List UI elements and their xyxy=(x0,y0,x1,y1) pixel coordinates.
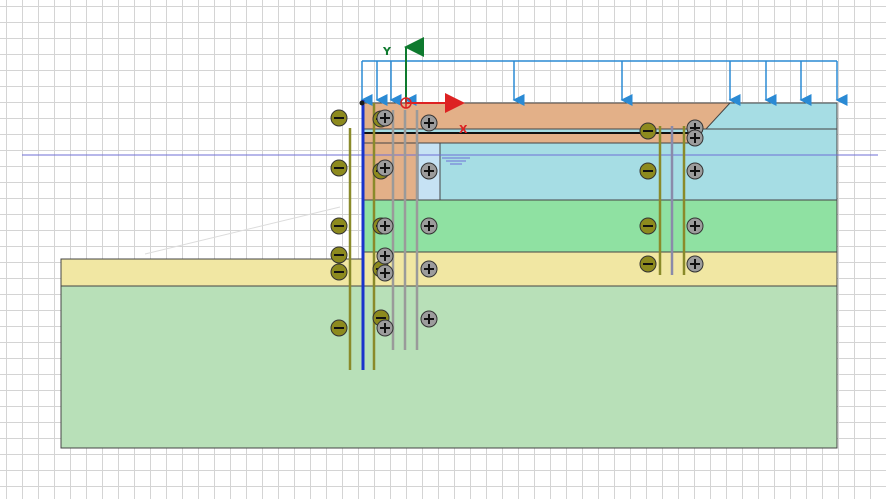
origin-marker-icon xyxy=(400,97,412,109)
minus-circle-icon[interactable] xyxy=(330,109,348,127)
minus-circle-icon[interactable] xyxy=(639,255,657,273)
slope-guide-line xyxy=(144,206,341,255)
coordinate-axes: X Y xyxy=(359,37,468,136)
plus-circle-icon[interactable] xyxy=(686,129,704,147)
plus-circle-icon[interactable] xyxy=(376,319,394,337)
plus-circle-icon[interactable] xyxy=(420,260,438,278)
minus-circle-icon[interactable] xyxy=(330,263,348,281)
plus-circle-icon[interactable] xyxy=(686,162,704,180)
minus-circle-icon[interactable] xyxy=(639,162,657,180)
plus-circle-icon[interactable] xyxy=(376,159,394,177)
plus-markers[interactable] xyxy=(376,109,704,337)
anchors-group[interactable] xyxy=(348,103,686,370)
soil-layer-water-top-right[interactable] xyxy=(705,102,838,130)
minus-circle-icon[interactable] xyxy=(330,159,348,177)
plus-circle-icon[interactable] xyxy=(686,217,704,235)
minus-circle-icon[interactable] xyxy=(330,319,348,337)
distributed-load[interactable] xyxy=(360,60,848,106)
plus-circle-icon[interactable] xyxy=(376,217,394,235)
y-axis-label: Y xyxy=(382,45,392,58)
plus-circle-icon[interactable] xyxy=(420,310,438,328)
plus-circle-icon[interactable] xyxy=(420,217,438,235)
x-axis-label: X xyxy=(459,123,468,136)
plus-circle-icon[interactable] xyxy=(376,264,394,282)
soil-layer-yellow-right[interactable] xyxy=(363,251,838,287)
water-level-marker xyxy=(442,157,470,165)
plus-circle-icon[interactable] xyxy=(686,255,704,273)
minus-circle-icon[interactable] xyxy=(639,122,657,140)
plus-circle-icon[interactable] xyxy=(376,109,394,127)
minus-circle-icon[interactable] xyxy=(330,246,348,264)
plus-circle-icon[interactable] xyxy=(420,114,438,132)
wall-top-node xyxy=(359,100,365,106)
soil-layer-base[interactable] xyxy=(60,285,838,449)
plus-circle-icon[interactable] xyxy=(376,247,394,265)
minus-circle-icon[interactable] xyxy=(330,217,348,235)
minus-circle-icon[interactable] xyxy=(639,217,657,235)
soil-layer-fill[interactable] xyxy=(363,102,732,130)
plus-circle-icon[interactable] xyxy=(420,162,438,180)
